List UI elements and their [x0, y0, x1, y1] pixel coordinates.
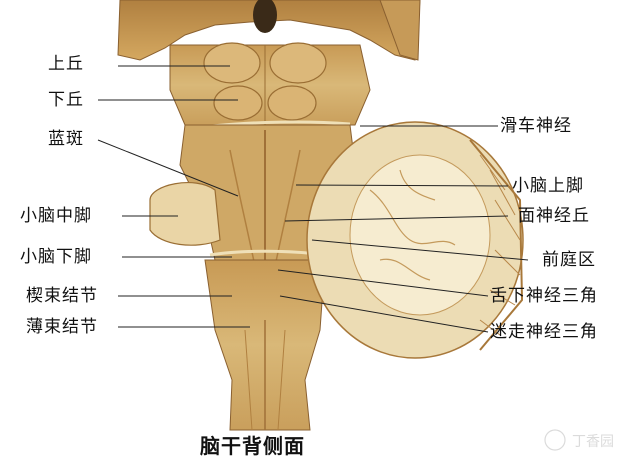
- label-inferior-colliculus: 下丘: [48, 90, 84, 110]
- label-vagal-trigone: 迷走神经三角: [490, 322, 598, 342]
- label-superior-colliculus: 上丘: [48, 54, 84, 74]
- cerebellum-section: [306, 121, 524, 359]
- label-trochlear-nerve: 滑车神经: [500, 116, 572, 136]
- watermark-logo: 丁香园: [544, 429, 614, 451]
- label-facial-colliculus: 面神经丘: [518, 206, 590, 226]
- label-vestibular-area: 前庭区: [542, 250, 596, 270]
- label-locus-coeruleus: 蓝斑: [48, 129, 84, 149]
- label-inferior-cerebellar-peduncle: 小脑下脚: [20, 247, 92, 267]
- medulla: [204, 259, 326, 431]
- label-middle-cerebellar-peduncle: 小脑中脚: [20, 206, 92, 226]
- superior-colliculus-left: [203, 42, 261, 84]
- svg-text:丁香园: 丁香园: [572, 434, 614, 450]
- leader-lines-right: [277, 125, 529, 333]
- label-hypoglossal-trigone: 舌下神经三角: [490, 286, 598, 306]
- inferior-colliculus-right: [267, 85, 317, 121]
- middle-cerebellar-peduncle: [149, 182, 221, 246]
- label-cuneate-tubercle: 楔束结节: [26, 286, 98, 306]
- superior-colliculus-right: [269, 42, 327, 84]
- leader-lines-left: [97, 65, 250, 328]
- label-superior-cerebellar-peduncle: 小脑上脚: [512, 176, 584, 196]
- label-gracile-tubercle: 薄束结节: [26, 317, 98, 337]
- inferior-colliculus-left: [213, 85, 263, 121]
- midbrain: [169, 42, 371, 132]
- upper-brain-region: [117, 0, 421, 61]
- figure-caption: 脑干背侧面: [200, 434, 305, 458]
